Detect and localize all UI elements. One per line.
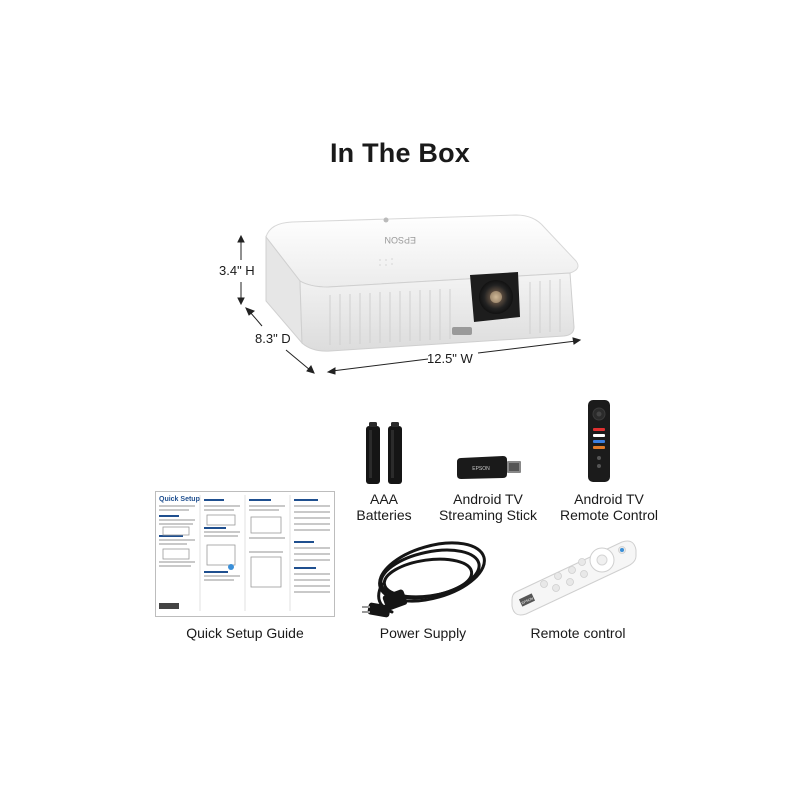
page-title: In The Box	[329, 138, 470, 168]
item-streaming-stick-label: Android TV Streaming Stick	[438, 491, 538, 523]
item-guide: Quick Setup	[155, 491, 335, 617]
remote-brand: EPSON	[521, 596, 534, 605]
guide-title: Quick Setup	[159, 496, 200, 503]
aaa-batteries-icon	[366, 422, 402, 484]
item-power-label: Power Supply	[379, 625, 467, 641]
item-streaming-stick: EPSON	[455, 452, 525, 482]
item-batteries	[356, 418, 412, 486]
item-android-remote	[584, 398, 614, 484]
power-cord-icon	[362, 541, 486, 618]
item-android-remote-label: Android TV Remote Control	[559, 491, 659, 523]
item-remote: EPSON	[510, 536, 638, 616]
projector-brand: EPSON	[384, 235, 416, 245]
dimension-depth: 8.3" D	[255, 331, 291, 346]
stick-brand: EPSON	[472, 466, 490, 472]
projector-icon: EPSON	[265, 214, 579, 352]
remote-control-icon: EPSON	[511, 540, 637, 616]
item-power	[362, 534, 492, 620]
item-batteries-label: AAA Batteries	[356, 491, 412, 523]
item-guide-label: Quick Setup Guide	[186, 625, 304, 641]
dimension-width: 12.5" W	[427, 351, 473, 366]
dimension-height: 3.4" H	[219, 263, 255, 278]
android-remote-icon	[588, 400, 610, 482]
projector-image: EPSON	[230, 205, 590, 385]
dimension-arrows	[237, 234, 582, 375]
streaming-stick-icon: EPSON	[457, 456, 521, 479]
quick-setup-guide-icon: Quick Setup	[155, 491, 335, 617]
item-remote-label: Remote control	[530, 625, 626, 641]
